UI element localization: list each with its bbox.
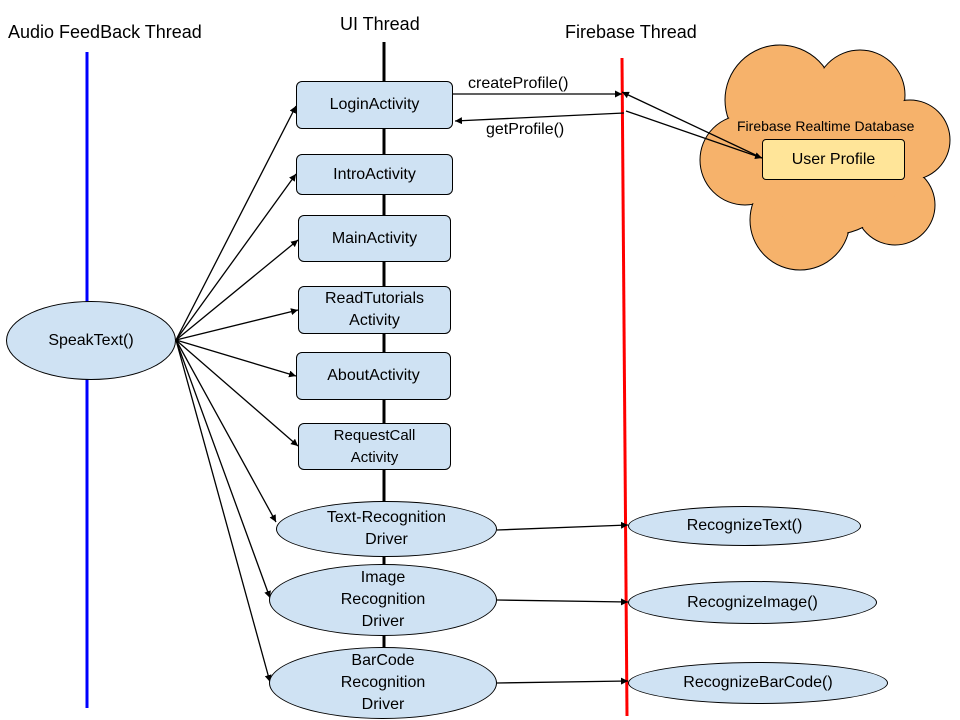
- main-activity-box: MainActivity: [298, 215, 451, 262]
- barcode-driver-label-line3: Driver: [361, 696, 405, 713]
- ui-thread-title: UI Thread: [340, 14, 420, 34]
- barcode-driver-label-line2: Recognition: [340, 674, 426, 691]
- intro-activity-label: IntroActivity: [333, 165, 416, 183]
- image-driver-label-line3: Driver: [361, 613, 405, 630]
- profile-to-firebase-arrow: [621, 91, 763, 159]
- recognize-text-node: RecognizeText(): [628, 506, 861, 546]
- barcode-recognition-driver-node: BarCode Recognition Driver: [269, 647, 497, 719]
- arrow-to-read: [175, 308, 299, 341]
- main-activity-label: MainActivity: [331, 229, 418, 247]
- arrow-to-intro: [175, 173, 297, 341]
- get-profile-arrow: [454, 112, 625, 125]
- get-profile-label: getProfile(): [486, 121, 565, 138]
- arrow-to-recognize-barcode: [496, 677, 629, 685]
- arrow-to-login: [175, 105, 297, 341]
- read-tutorials-label-line1: ReadTutorials: [324, 290, 424, 307]
- request-call-label-line2: Activity: [350, 448, 399, 466]
- request-call-activity-box: RequestCall Activity: [298, 423, 451, 470]
- speak-text-node: SpeakText(): [6, 301, 176, 380]
- create-profile-label: createProfile(): [468, 75, 569, 92]
- profile-arrows: [453, 90, 763, 160]
- speak-arrows: [175, 105, 299, 683]
- text-driver-label-line1: Text-Recognition: [326, 509, 447, 526]
- recognize-text-label: RecognizeText(): [686, 517, 803, 534]
- arrow-to-recognize-image: [496, 598, 629, 606]
- arrow-to-barcode-driver: [175, 339, 272, 683]
- user-profile-box: User Profile: [762, 139, 905, 180]
- firebase-database-title: Firebase Realtime Database: [737, 118, 915, 134]
- about-activity-label: AboutActivity: [327, 367, 420, 384]
- arrow-to-about: [175, 339, 297, 378]
- recognize-image-label: RecognizeImage(): [687, 593, 818, 611]
- image-recognition-driver-node: Image Recognition Driver: [269, 564, 497, 636]
- login-activity-label: LoginActivity: [329, 96, 420, 113]
- arrow-to-text-driver: [175, 339, 277, 523]
- request-call-label-line1: RequestCall: [333, 426, 416, 444]
- firebase-to-profile-arrow: [625, 110, 763, 160]
- login-activity-box: LoginActivity: [296, 81, 453, 129]
- read-tutorials-label-line2: Activity: [349, 312, 400, 329]
- firebase-thread-lifeline: [620, 57, 629, 717]
- arrow-to-main: [175, 239, 299, 341]
- image-driver-label-line1: Image: [360, 569, 406, 586]
- recognize-barcode-label: RecognizeBarCode(): [683, 674, 833, 691]
- firebase-thread-title: Firebase Thread: [565, 22, 697, 42]
- image-driver-label-line2: Recognition: [340, 591, 426, 608]
- arrow-to-image-driver: [175, 339, 271, 599]
- user-profile-label: User Profile: [791, 150, 876, 168]
- audio-thread-title: Audio FeedBack Thread: [8, 22, 202, 42]
- recognize-image-node: RecognizeImage(): [628, 581, 877, 624]
- speak-text-label: SpeakText(): [48, 331, 134, 349]
- intro-activity-box: IntroActivity: [296, 154, 453, 195]
- about-activity-box: AboutActivity: [296, 352, 451, 400]
- arrow-to-request: [175, 339, 299, 447]
- recognize-arrows: [496, 521, 629, 685]
- recognize-barcode-node: RecognizeBarCode(): [628, 662, 888, 704]
- read-tutorials-activity-box: ReadTutorials Activity: [298, 286, 451, 334]
- barcode-driver-label-line1: BarCode: [351, 652, 415, 669]
- arrow-to-recognize-text: [496, 521, 629, 531]
- text-recognition-driver-node: Text-Recognition Driver: [276, 501, 497, 557]
- text-driver-label-line2: Driver: [365, 531, 408, 548]
